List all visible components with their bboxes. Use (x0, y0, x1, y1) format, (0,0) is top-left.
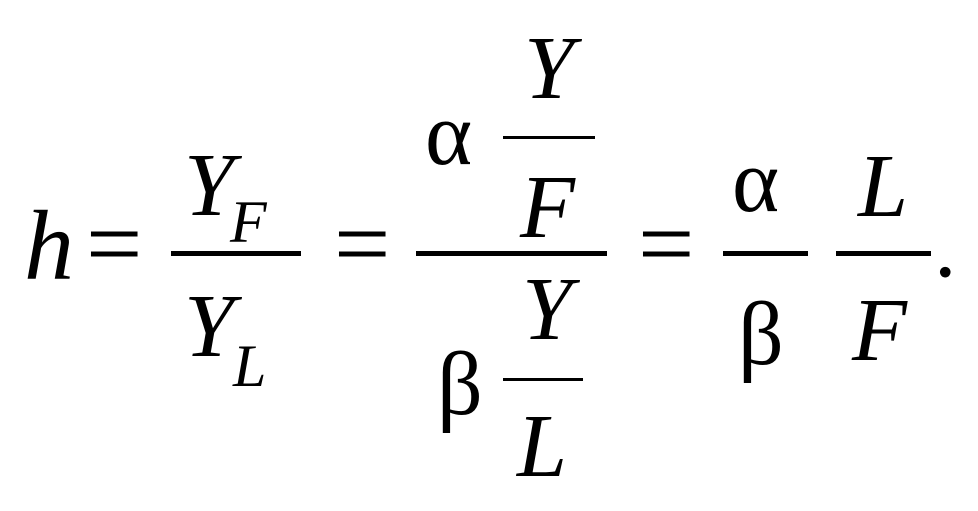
frac2-denominator-beta: β (437, 335, 483, 434)
frac1-numerator-base: Y (184, 136, 235, 235)
frac3-bar (723, 251, 808, 256)
equals-sign-2: = (334, 188, 391, 299)
frac4-numerator-L: L (858, 137, 909, 236)
frac3-denominator-beta: β (738, 285, 784, 384)
equals-sign-3: = (638, 188, 695, 299)
frac2-numerator-alpha: α (425, 85, 473, 184)
frac3-numerator-alpha: α (732, 132, 780, 231)
trailing-period: . (934, 197, 957, 296)
frac2-denominator-inner-Y: Y (522, 260, 573, 359)
frac1-denominator-base: Y (184, 277, 235, 376)
frac2-bar (416, 251, 607, 256)
frac2-denominator-inner-bar (503, 378, 583, 381)
equals-sign-1: = (86, 188, 143, 299)
frac2-numerator-inner-F: F (520, 158, 575, 257)
frac2-numerator-inner-bar (503, 136, 595, 139)
frac1-denominator-subscript: L (233, 333, 267, 399)
frac2-numerator-inner-Y: Y (524, 19, 575, 118)
lhs-variable-h: h (24, 190, 74, 301)
frac1-numerator-subscript: F (230, 189, 267, 255)
frac2-denominator-inner-L: L (517, 397, 568, 496)
frac1-bar (171, 251, 301, 256)
frac4-bar (836, 251, 931, 256)
frac4-denominator-F: F (852, 281, 907, 380)
